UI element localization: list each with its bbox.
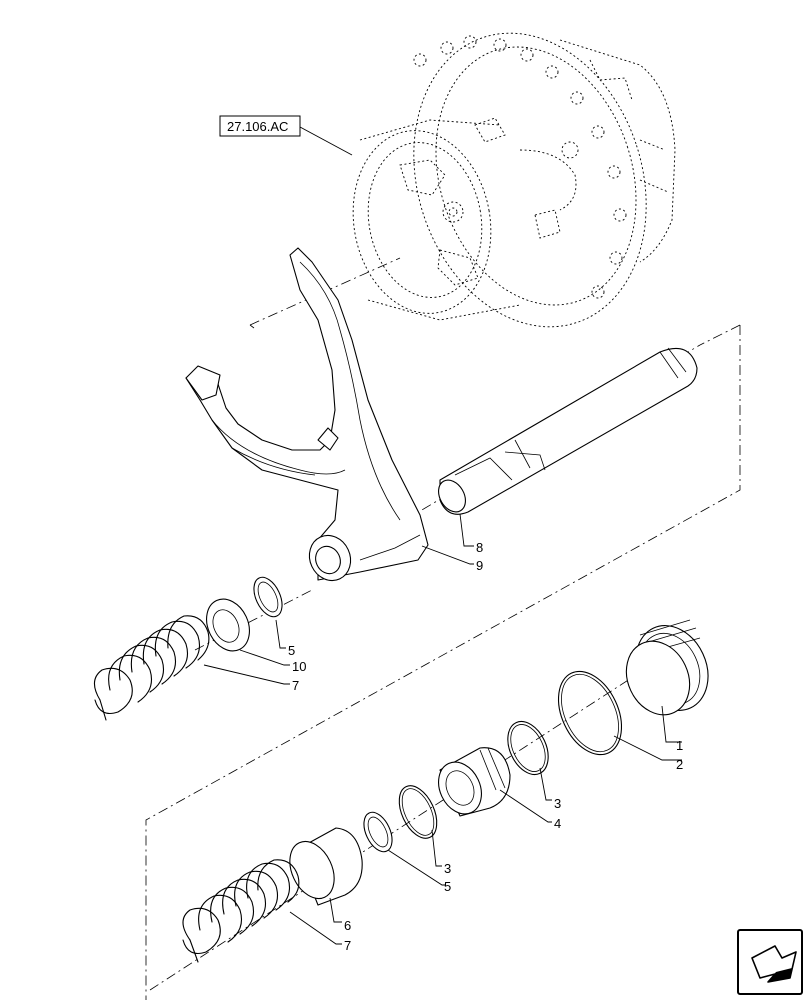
callout-5: 5 (288, 643, 295, 658)
piston-cover (625, 619, 709, 716)
callout-7: 7 (292, 678, 299, 693)
callout-8: 8 (476, 540, 483, 555)
callout-9: 9 (476, 558, 483, 573)
callout-7: 7 (344, 938, 351, 953)
small-o-ring-lower (398, 785, 438, 839)
callout-3: 3 (554, 796, 561, 811)
sleeve (289, 827, 363, 906)
callout-2: 2 (676, 757, 683, 772)
callout-1: 1 (676, 738, 683, 753)
callout-5: 5 (444, 879, 451, 894)
reference-box: 27.106.AC (219, 115, 353, 156)
upper-snap-ring (253, 576, 283, 618)
upper-washer (206, 598, 250, 652)
callouts: 1 2 3 3 4 5 5 6 7 7 8 9 10 (288, 540, 683, 953)
lower-spring (182, 859, 300, 963)
piston (438, 747, 511, 817)
lower-snap-ring (363, 811, 393, 853)
callout-3: 3 (444, 861, 451, 876)
shift-fork (185, 247, 429, 582)
callout-10: 10 (292, 659, 306, 674)
shift-shaft (438, 347, 698, 515)
back-arrow-icon[interactable] (737, 929, 803, 995)
reference-housing (352, 32, 676, 328)
leader-lines (203, 513, 682, 945)
reference-label: 27.106.AC (227, 119, 288, 134)
large-o-ring (557, 670, 623, 756)
upper-spring (93, 615, 210, 721)
small-o-ring-upper (507, 720, 549, 776)
callout-6: 6 (344, 918, 351, 933)
callout-4: 4 (554, 816, 561, 831)
